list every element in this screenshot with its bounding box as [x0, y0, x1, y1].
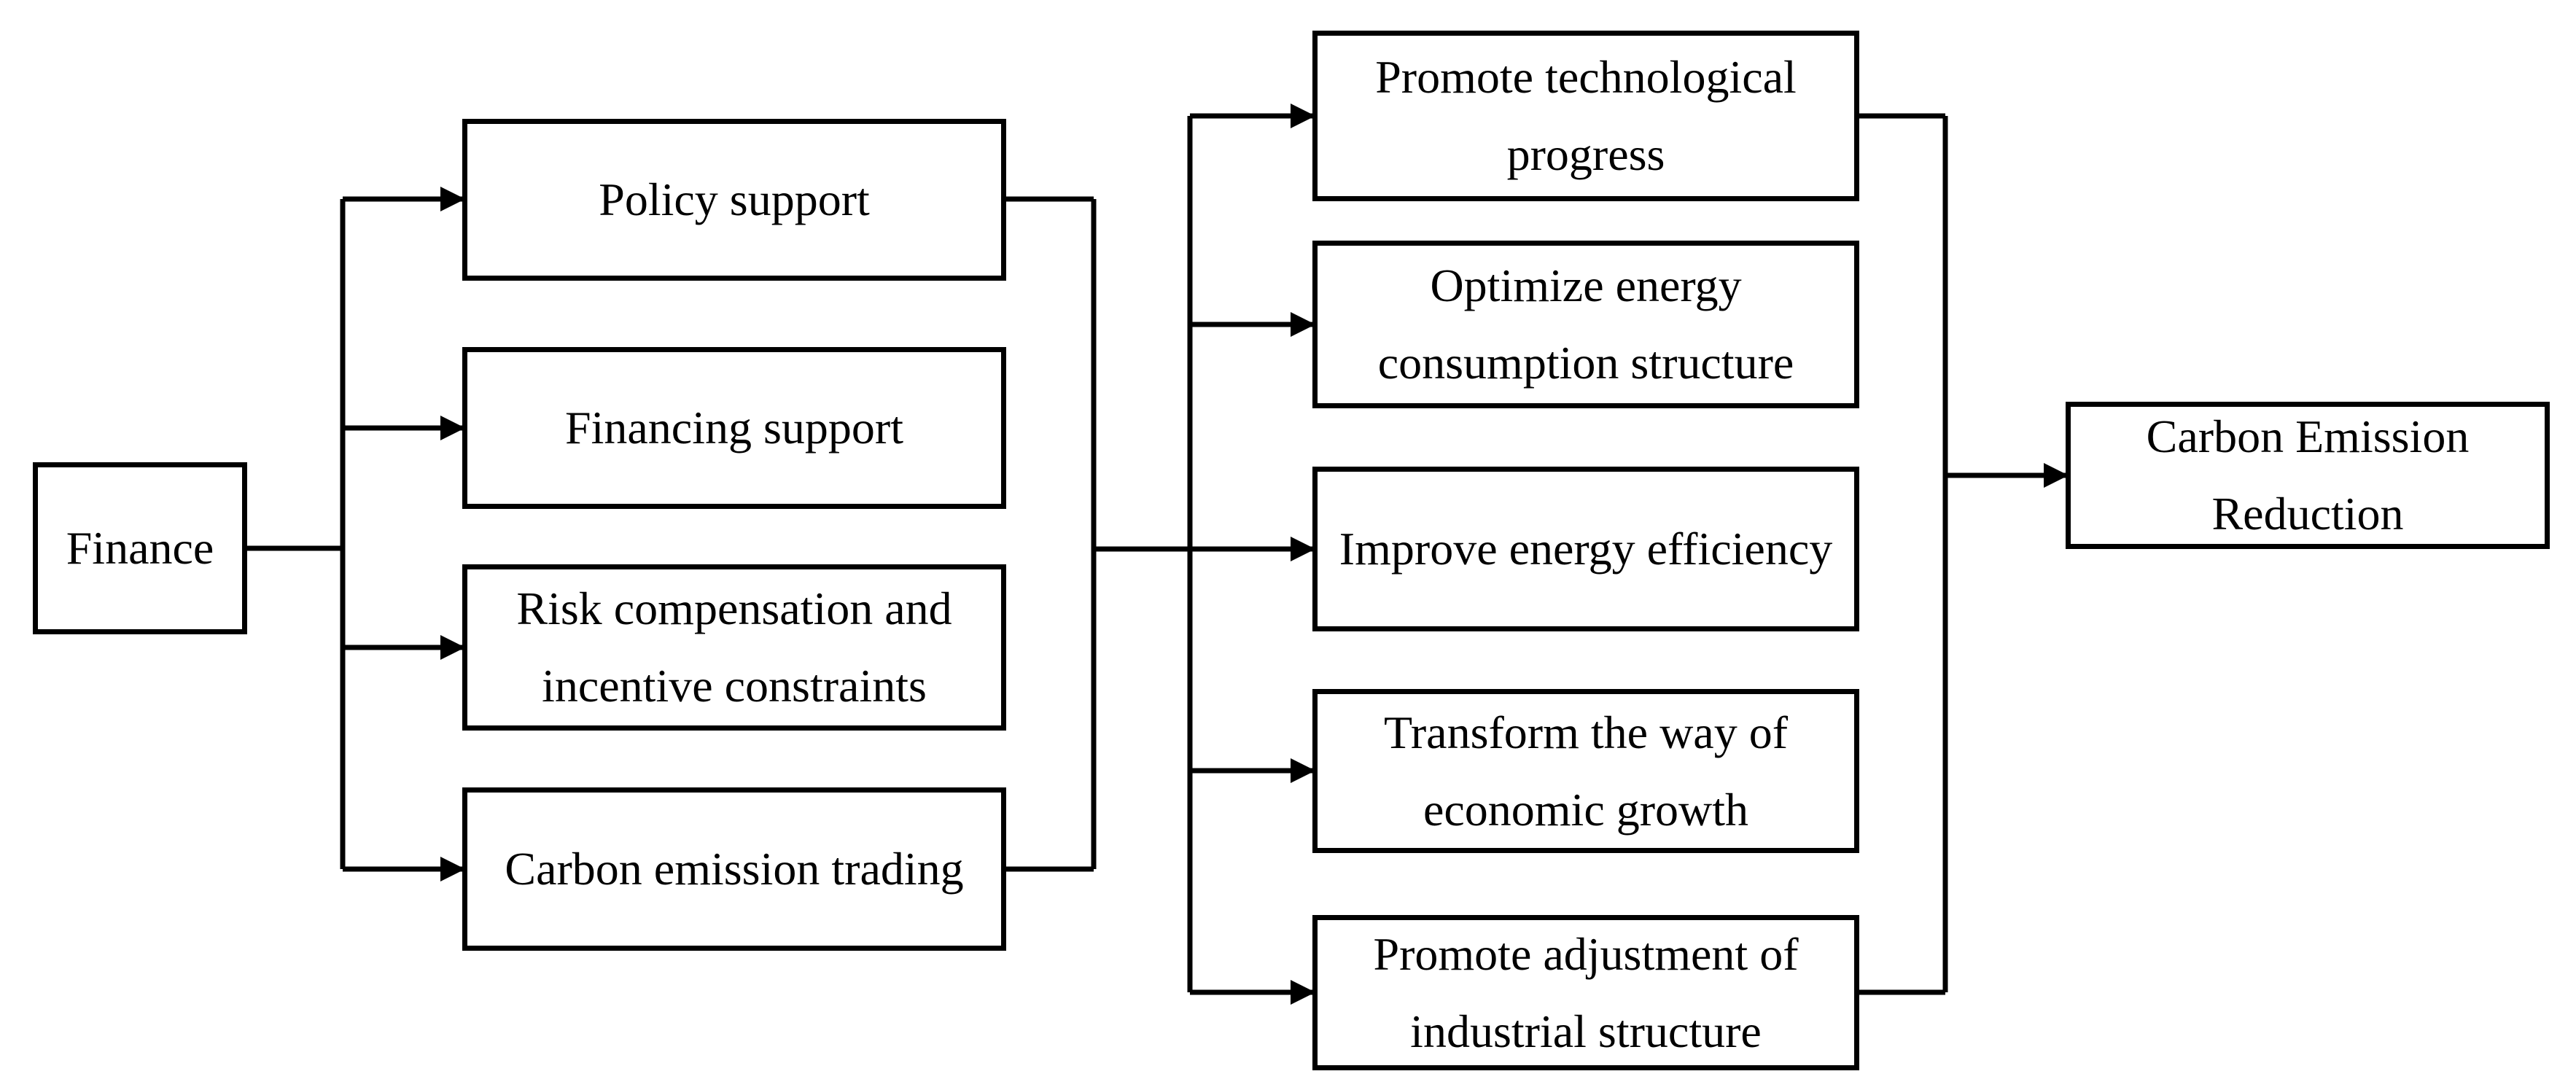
effect-label: Transform the way of economic growth	[1384, 706, 1788, 836]
effect-box-energy-efficiency: Improve energy efficiency	[1312, 467, 1859, 631]
mechanism-label: Carbon emission trading	[505, 843, 964, 895]
mechanism-label: Financing support	[565, 402, 903, 454]
effect-box-economic-growth: Transform the way of economic growth	[1312, 689, 1859, 853]
mechanism-label: Policy support	[599, 174, 870, 226]
effect-box-industrial-structure: Promote adjustment of industrial structu…	[1312, 915, 1859, 1070]
mechanism-box-risk-compensation: Risk compensation and incentive constrai…	[462, 564, 1006, 731]
mechanism-box-policy-support: Policy support	[462, 119, 1006, 281]
effect-box-energy-consumption-structure: Optimize energy consumption structure	[1312, 241, 1859, 408]
mechanism-box-financing-support: Financing support	[462, 347, 1006, 509]
effect-box-technological-progress: Promote technological progress	[1312, 31, 1859, 201]
mechanism-label: Risk compensation and incentive constrai…	[516, 583, 952, 712]
effect-label: Promote technological progress	[1375, 51, 1797, 180]
effect-label: Optimize energy consumption structure	[1377, 260, 1794, 389]
outcome-label: Carbon Emission Reduction	[2146, 410, 2470, 540]
finance-label: Finance	[66, 522, 214, 575]
effect-label: Improve energy efficiency	[1339, 523, 1833, 575]
outcome-box-carbon-emission-reduction: Carbon Emission Reduction	[2066, 402, 2550, 549]
mechanism-box-carbon-emission-trading: Carbon emission trading	[462, 787, 1006, 951]
finance-box: Finance	[33, 462, 247, 634]
effect-label: Promote adjustment of industrial structu…	[1373, 927, 1799, 1057]
